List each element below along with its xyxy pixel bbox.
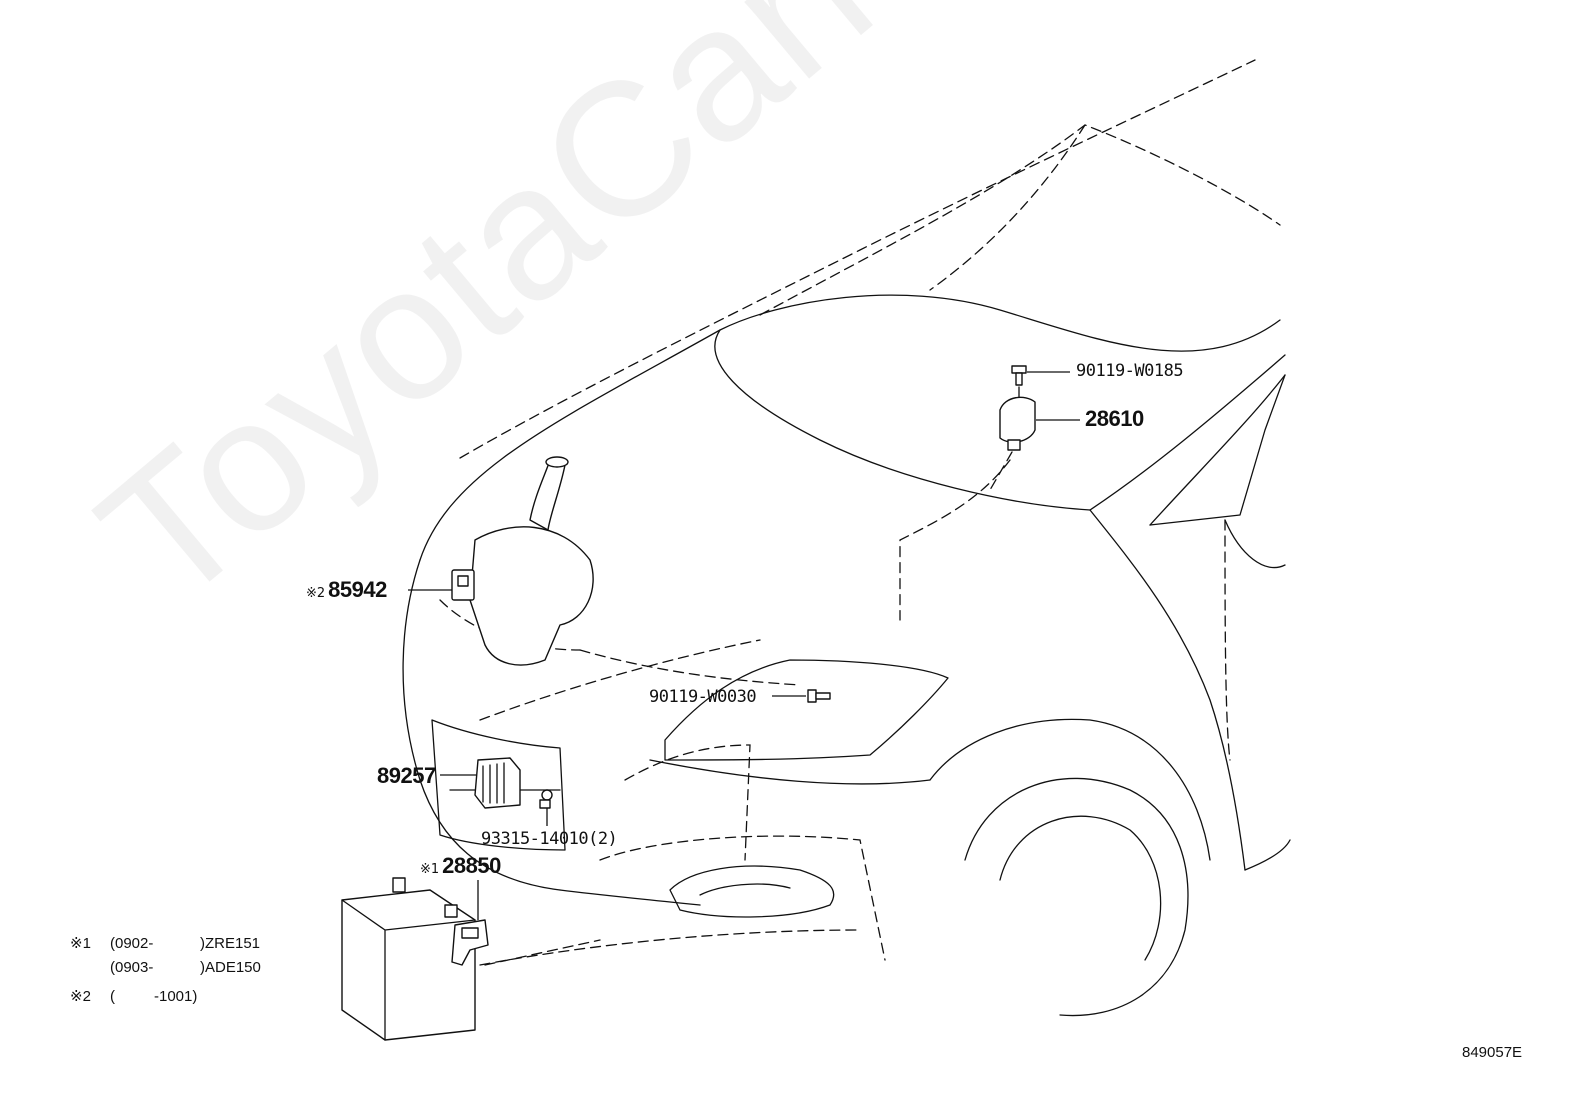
bolt-93315-icon	[539, 789, 553, 809]
note-1-line2: (0903- )ADE150	[110, 960, 261, 975]
note-2-line1-b: -1001)	[154, 988, 198, 1005]
starter-28610-icon	[999, 396, 1036, 451]
battery-icon	[341, 877, 476, 1041]
module-89257-icon	[474, 757, 521, 809]
note-1: ※1 (0902- )ZRE151	[70, 936, 260, 951]
note-2-line1-a: (	[110, 988, 115, 1005]
bolt-90119-w0185-icon	[1011, 365, 1027, 386]
note-1-line2-b: )ADE150	[200, 959, 261, 976]
part-number-90119-w0030: 90119-W0030	[649, 687, 757, 707]
relay-85942-icon	[451, 569, 475, 601]
part-number-28610: 28610	[1085, 406, 1144, 431]
sensor-28850-icon	[451, 919, 489, 966]
note-1-line2-a: (0903-	[110, 959, 154, 976]
note-1-mark: ※1	[70, 935, 91, 952]
note-2-mark: ※2	[70, 988, 91, 1005]
diagram-id: 849057E	[1462, 1044, 1523, 1061]
bolt-90119-w0030-icon	[807, 689, 831, 703]
part-number-93315-14010: 93315-14010(2)	[481, 829, 618, 849]
note-1-line1-a: (0902-	[110, 935, 154, 952]
note-mark: ※2	[306, 586, 326, 601]
part-number-85942: 85942	[328, 577, 387, 602]
note-2: ※2 ( -1001)	[70, 989, 197, 1004]
part-number-28850: 28850	[442, 853, 501, 878]
note-mark: ※1	[420, 862, 440, 877]
note-1-line1-b: )ZRE151	[200, 935, 261, 952]
part-number-90119-w0185: 90119-W0185	[1076, 361, 1184, 381]
part-number-89257: 89257	[377, 763, 436, 788]
